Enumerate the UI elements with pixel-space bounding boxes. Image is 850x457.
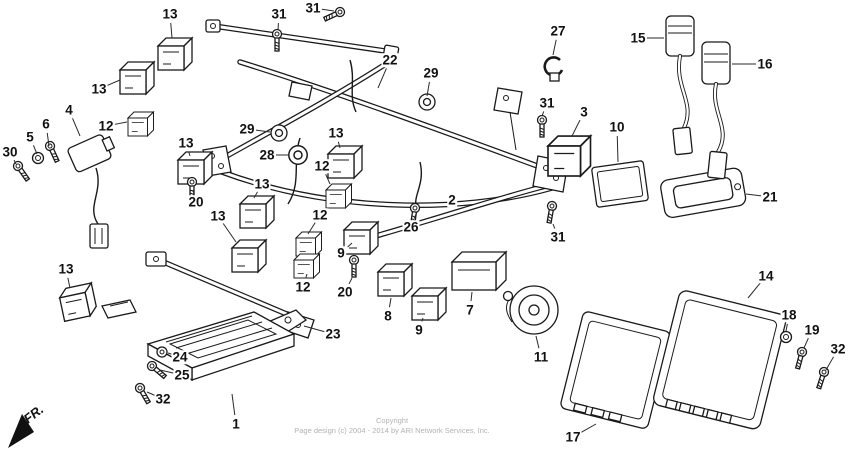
callout-32[interactable]: 32 (154, 391, 172, 407)
boot-16-part (701, 41, 731, 180)
callout-13[interactable]: 13 (90, 81, 108, 97)
fastener-parts (11, 5, 831, 406)
callout-12[interactable]: 12 (311, 207, 329, 223)
clamp-27-part (543, 56, 564, 82)
harness-frame (202, 19, 569, 247)
nut-24-part (156, 346, 168, 358)
boot-15-part (665, 15, 695, 156)
callout-14[interactable]: 14 (757, 268, 775, 284)
callout-15[interactable]: 15 (629, 30, 647, 46)
callout-2[interactable]: 2 (447, 192, 457, 208)
callout-26[interactable]: 26 (402, 219, 420, 235)
callout-22[interactable]: 22 (381, 52, 399, 68)
callout-18[interactable]: 18 (780, 307, 798, 323)
callout-9[interactable]: 9 (414, 322, 424, 338)
callout-30[interactable]: 30 (1, 144, 19, 160)
relay-parts (57, 37, 592, 322)
callout-4[interactable]: 4 (64, 102, 74, 118)
callout-8[interactable]: 8 (383, 308, 393, 324)
connector-part (101, 299, 137, 319)
callout-13[interactable]: 13 (253, 176, 271, 192)
callout-32[interactable]: 32 (829, 341, 847, 357)
callout-23[interactable]: 23 (324, 326, 342, 342)
callout-12[interactable]: 12 (313, 158, 331, 174)
callout-10[interactable]: 10 (608, 119, 626, 135)
callout-1[interactable]: 1 (231, 416, 241, 432)
callout-31[interactable]: 31 (270, 6, 288, 22)
callout-20[interactable]: 20 (336, 284, 354, 300)
callout-27[interactable]: 27 (549, 23, 567, 39)
callout-13[interactable]: 13 (57, 261, 75, 277)
callout-29[interactable]: 29 (422, 65, 440, 81)
control-unit-10-part (591, 160, 649, 208)
callout-16[interactable]: 16 (756, 56, 774, 72)
callout-12[interactable]: 12 (97, 118, 115, 134)
horn-11-part (502, 285, 559, 335)
callout-31[interactable]: 31 (538, 95, 556, 111)
callout-29[interactable]: 29 (238, 121, 256, 137)
ecu-14-part (653, 290, 787, 430)
callout-7[interactable]: 7 (465, 302, 475, 318)
callout-19[interactable]: 19 (803, 322, 821, 338)
callout-24[interactable]: 24 (171, 349, 189, 365)
callout-25[interactable]: 25 (173, 367, 191, 383)
callout-17[interactable]: 17 (564, 429, 582, 445)
callout-28[interactable]: 28 (258, 147, 276, 163)
callout-6[interactable]: 6 (41, 116, 51, 132)
callout-11[interactable]: 11 (532, 349, 550, 365)
callout-9[interactable]: 9 (336, 245, 346, 261)
callout-13[interactable]: 13 (327, 125, 345, 141)
callout-31[interactable]: 31 (549, 229, 567, 245)
coil-4-part (31, 134, 116, 249)
callout-5[interactable]: 5 (25, 129, 35, 145)
callout-31[interactable]: 31 (304, 0, 322, 16)
callout-13[interactable]: 13 (209, 208, 227, 224)
ecu-17-part (560, 311, 671, 429)
washer-18-part (779, 330, 793, 344)
callout-12[interactable]: 12 (294, 279, 312, 295)
tray-21-part (660, 167, 747, 219)
callout-13[interactable]: 13 (177, 135, 195, 151)
callout-20[interactable]: 20 (187, 194, 205, 210)
callout-21[interactable]: 21 (761, 189, 779, 205)
callout-3[interactable]: 3 (579, 104, 589, 120)
relay-assy-7-part (450, 250, 508, 292)
callout-13[interactable]: 13 (161, 6, 179, 22)
